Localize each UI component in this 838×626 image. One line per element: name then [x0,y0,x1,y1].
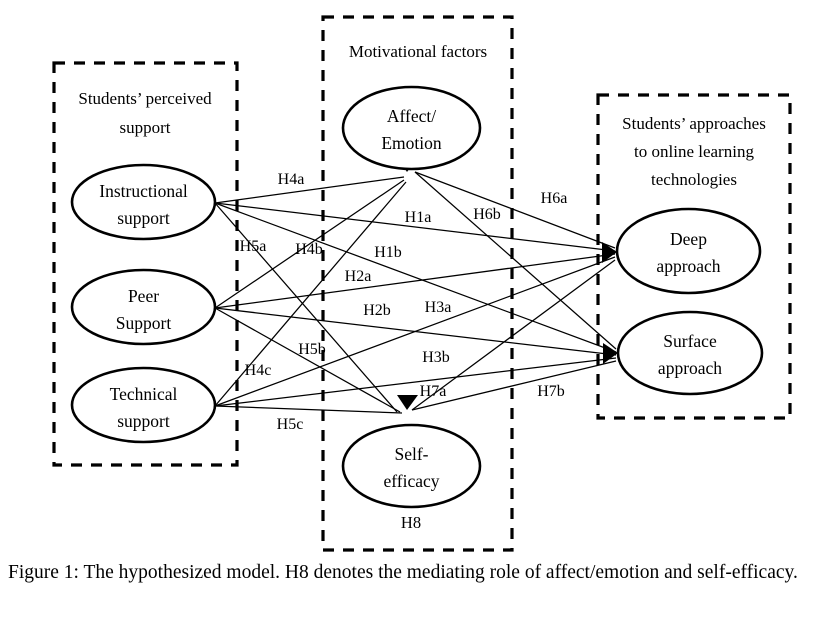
edge-label-h2a: H2a [345,268,372,285]
link-affect-to-surface [414,171,617,350]
node-affect-emotion-line1: Affect/ [387,106,436,126]
node-surface-approach[interactable] [616,310,764,396]
node-self-efficacy[interactable] [341,423,482,509]
edge-label-layer: H4a H5a H4b H4c H5b H5c H1a H1b H2a H2b … [240,171,568,433]
link-selfefficacy-to-deep [411,259,616,411]
node-layer: Instructional support Peer Support Techn… [70,85,764,509]
link-instructional-to-deep [214,202,616,252]
group-box-perceived-support [52,61,239,467]
node-technical-support-line1: Technical [110,384,178,404]
link-technical-to-affect [214,181,407,407]
edge-label-h6a: H6a [541,190,568,207]
link-affect-to-deep [414,171,616,249]
node-technical-support[interactable] [70,366,217,444]
node-instructional-support[interactable] [70,163,217,241]
node-surface-approach-line2: approach [658,358,722,378]
edge-label-h4a: H4a [278,171,305,188]
edge-label-h7b: H7b [537,383,565,400]
link-peer-to-selfefficacy [214,307,401,413]
node-self-efficacy-line2: efficacy [383,471,439,491]
edge-label-h5a: H5a [240,238,267,255]
edge-label-h3a: H3a [425,299,452,316]
link-instructional-to-selfefficacy [214,202,398,413]
node-technical-support-line2: support [117,411,170,431]
link-instructional-to-surface [214,202,617,353]
group-title-approaches-line1: Students’ approaches [622,114,766,133]
node-instructional-support-line2: support [117,208,170,228]
node-peer-support-line1: Peer [128,286,159,306]
link-layer [214,171,617,414]
edge-label-h3b: H3b [422,349,450,366]
link-technical-to-surface [214,357,617,407]
arrowhead-into-deep [602,242,617,263]
edge-label-h5b: H5b [298,341,326,358]
node-peer-support-line2: Support [116,313,172,333]
node-affect-emotion[interactable] [341,85,482,171]
arrowhead-into-selfefficacy [397,395,418,410]
hypothesized-model-diagram: Students’ perceived support Motivational… [52,15,792,552]
node-self-efficacy-line1: Self- [394,444,428,464]
group-title-perceived-support-line1: Students’ perceived [78,89,212,108]
edge-label-h5c: H5c [277,416,304,433]
link-peer-to-affect [214,179,405,309]
edge-label-h2b: H2b [363,302,391,319]
node-instructional-support-line1: Instructional [99,181,188,201]
edge-label-h6b: H6b [473,206,501,223]
group-title-perceived-support-line2: support [120,118,171,137]
node-deep-approach-line1: Deep [670,229,707,249]
node-surface-approach-line1: Surface [663,331,717,351]
link-technical-to-deep [214,256,616,407]
figure-caption: Figure 1: The hypothesized model. H8 den… [8,562,798,583]
group-title-approaches-line3: technologies [651,170,737,189]
link-technical-to-selfefficacy [214,405,403,414]
edge-label-h1b: H1b [374,244,402,261]
edge-label-h1a: H1a [405,209,432,226]
group-title-approaches-line2: to online learning [634,142,754,161]
edge-label-h4c: H4c [245,362,272,379]
link-instructional-to-affect [214,176,405,204]
link-peer-to-deep [214,253,616,309]
group-title-motivational-factors: Motivational factors [349,42,487,61]
arrowhead-into-surface [603,343,618,364]
node-deep-approach-line2: approach [656,256,720,276]
node-affect-emotion-line2: Emotion [381,133,442,153]
edge-label-h7a: H7a [420,383,447,400]
node-peer-support[interactable] [70,268,217,346]
edge-label-h4b: H4b [295,241,323,258]
link-selfefficacy-to-surface [411,360,617,411]
node-deep-approach[interactable] [615,207,762,295]
mediation-label-h8: H8 [401,513,421,532]
